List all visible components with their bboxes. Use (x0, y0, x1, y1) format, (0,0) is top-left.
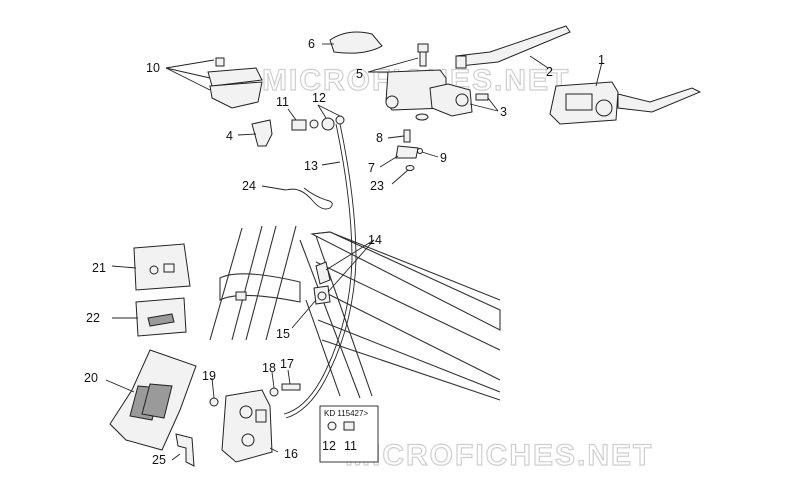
label-23: 23 (370, 179, 384, 193)
label-24: 24 (242, 179, 256, 193)
label-12: 12 (312, 91, 326, 105)
label-9: 9 (440, 151, 447, 165)
label-20: 20 (84, 371, 98, 385)
label-10: 10 (146, 61, 160, 75)
label-22: 22 (86, 311, 100, 325)
label-6: 6 (308, 37, 315, 51)
label-25: 25 (152, 453, 166, 467)
leader-lines (105, 43, 603, 461)
label-16: 16 (284, 447, 298, 461)
label-1: 1 (598, 53, 605, 67)
label-15: 15 (276, 327, 290, 341)
label-5: 5 (356, 67, 363, 81)
label-11: 11 (276, 95, 289, 109)
inset-title: KD 115427> (324, 409, 368, 418)
label-14: 14 (368, 233, 382, 247)
inset-label-11: 11 (344, 439, 357, 453)
label-7: 7 (368, 161, 375, 175)
inset-label-12: 12 (322, 439, 336, 453)
watermark-bottom: MICROFICHES.NET (345, 439, 653, 472)
inset-box: KD 115427> 12 11 (319, 405, 379, 463)
label-4: 4 (226, 129, 233, 143)
label-8: 8 (376, 131, 383, 145)
label-3: 3 (500, 105, 507, 119)
label-21: 21 (92, 261, 106, 275)
label-19: 19 (202, 369, 216, 383)
label-17: 17 (280, 357, 294, 371)
caliper-group (109, 243, 301, 467)
label-13: 13 (304, 159, 318, 173)
brake-hose (283, 123, 353, 415)
callout-labels: 1 2 3 4 5 6 7 8 9 10 11 12 13 14 15 16 1… (84, 37, 605, 467)
hose-guide (313, 261, 331, 305)
master-cylinder-group (207, 25, 702, 210)
label-2: 2 (546, 65, 553, 79)
label-18: 18 (262, 361, 276, 375)
frame-tubes (209, 225, 501, 401)
